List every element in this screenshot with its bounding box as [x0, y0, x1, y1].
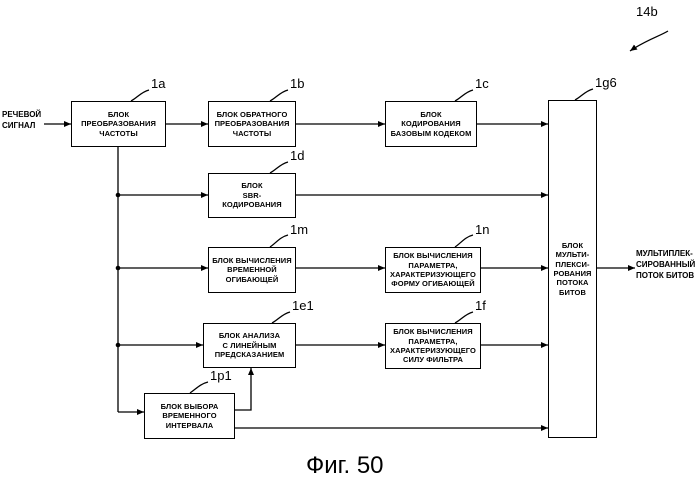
label-1c: 1c — [475, 76, 489, 91]
leader-1b — [270, 90, 288, 101]
label-1m: 1m — [290, 222, 308, 237]
block-1c: БЛОК КОДИРОВАНИЯ БАЗОВЫМ КОДЕКОМ — [385, 101, 477, 147]
junction-dot — [116, 193, 121, 198]
leader-14b — [630, 31, 668, 51]
leader-1p1 — [190, 382, 208, 393]
block-1m: БЛОК ВЫЧИСЛЕНИЯ ВРЕМЕННОЙ ОГИБАЮЩЕЙ — [208, 247, 296, 293]
label-1b: 1b — [290, 76, 304, 91]
figure-id-label: 14b — [636, 4, 658, 19]
leader-1a — [131, 90, 149, 101]
block-1a: БЛОК ПРЕОБРАЗОВАНИЯ ЧАСТОТЫ — [71, 101, 166, 147]
leader-1g6 — [575, 89, 593, 100]
block-1p1: БЛОК ВЫБОРА ВРЕМЕННОГО ИНТЕРВАЛА — [144, 393, 235, 439]
figure-caption: Фиг. 50 — [306, 452, 384, 480]
block-1f: БЛОК ВЫЧИСЛЕНИЯ ПАРАМЕТРА, ХАРАКТЕРИЗУЮЩ… — [385, 323, 481, 369]
label-1g6: 1g6 — [595, 75, 617, 90]
leader-1e1 — [272, 312, 290, 323]
junction-dot — [116, 266, 121, 271]
block-1g6: БЛОК МУЛЬТИ- ПЛЕКСИ- РОВАНИЯ ПОТОКА БИТО… — [548, 100, 597, 438]
arrow-1p1-to-1e1 — [235, 368, 251, 410]
block-1n: БЛОК ВЫЧИСЛЕНИЯ ПАРАМЕТРА, ХАРАКТЕРИЗУЮЩ… — [385, 247, 481, 293]
leader-1d — [270, 162, 288, 173]
block-1b: БЛОК ОБРАТНОГО ПРЕОБРАЗОВАНИЯ ЧАСТОТЫ — [208, 101, 296, 147]
leader-1n — [455, 235, 473, 247]
input-label: РЕЧЕВОЙ СИГНАЛ — [2, 110, 41, 132]
block-1d: БЛОК SBR- КОДИРОВАНИЯ — [208, 173, 296, 218]
output-label: МУЛЬТИПЛЕК- СИРОВАННЫЙ ПОТОК БИТОВ — [636, 249, 695, 281]
label-1a: 1a — [151, 76, 165, 91]
label-1e1: 1e1 — [292, 298, 314, 313]
label-1d: 1d — [290, 148, 304, 163]
leader-1m — [270, 235, 288, 247]
label-1n: 1n — [475, 222, 489, 237]
leader-1f — [455, 312, 473, 323]
junction-dot — [116, 343, 121, 348]
label-1p1: 1p1 — [210, 368, 232, 383]
label-1f: 1f — [475, 298, 486, 313]
leader-1c — [455, 90, 473, 101]
block-1e1: БЛОК АНАЛИЗА С ЛИНЕЙНЫМ ПРЕДСКАЗАНИЕМ — [203, 323, 296, 368]
